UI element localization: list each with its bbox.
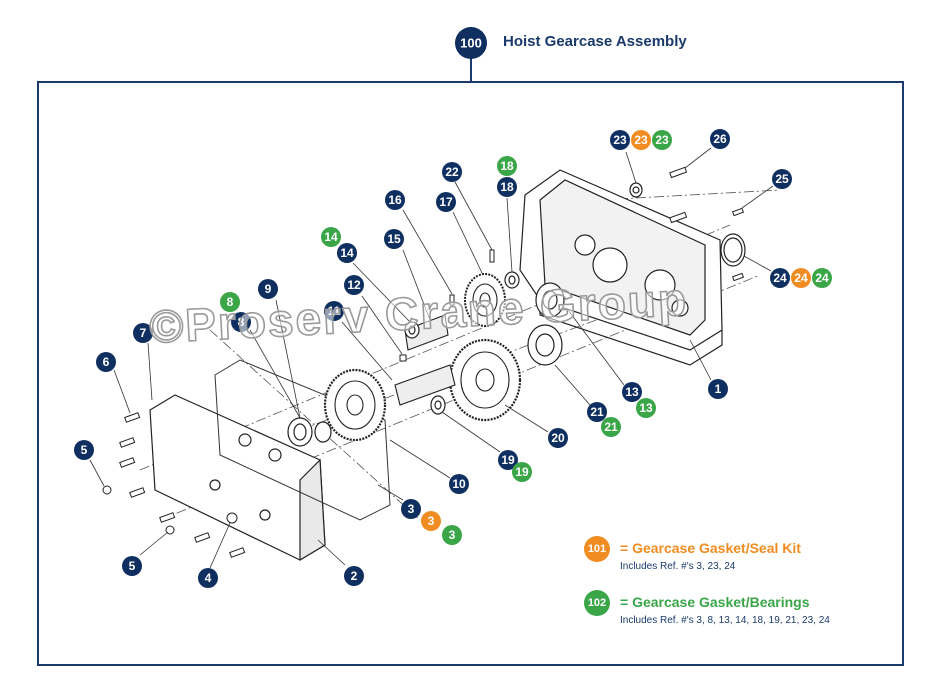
- gearcase-housing: [519, 169, 723, 366]
- callout-10: [449, 474, 469, 494]
- callout-label: 3: [449, 528, 456, 542]
- callout-11: [324, 301, 344, 321]
- callout-25: [772, 169, 792, 189]
- callout-label: 4: [205, 571, 212, 585]
- callout-label: 8: [227, 295, 234, 309]
- callout-label: 23: [613, 133, 627, 147]
- callout-21-navy: [587, 402, 607, 422]
- callout-label: 16: [388, 193, 402, 207]
- callout-3-orange: [421, 511, 441, 531]
- callout-label: 26: [713, 132, 727, 146]
- callout-13-navy: [622, 382, 642, 402]
- callout-13-green: [636, 398, 656, 418]
- callout-8-green: [220, 292, 240, 312]
- callout-label: 25: [775, 172, 789, 186]
- callout-24-orange: [791, 268, 811, 288]
- kit-101-includes: Includes Ref. #'s 3, 23, 24: [620, 561, 736, 572]
- callout-19-green: [512, 462, 532, 482]
- callout-18-green: [497, 156, 517, 176]
- callout-label: 14: [340, 246, 354, 260]
- callout-4: [198, 568, 218, 588]
- callout-1: [708, 379, 728, 399]
- callout-label: 24: [773, 271, 787, 285]
- kit-101-ref: 101: [588, 543, 606, 555]
- callout-15: [384, 229, 404, 249]
- callout-label: 6: [103, 355, 110, 369]
- callout-label: 20: [551, 431, 565, 445]
- assembly-ref-label: 100: [460, 36, 482, 51]
- callout-5-upper: [74, 440, 94, 460]
- callout-label: 9: [265, 282, 272, 296]
- callout-label: 19: [501, 453, 515, 467]
- callout-label: 5: [81, 443, 88, 457]
- callout-label: 1: [715, 382, 722, 396]
- callout-23-orange: [631, 130, 651, 150]
- callout-label: 7: [140, 326, 147, 340]
- callout-label: 24: [794, 271, 808, 285]
- callout-layer: [74, 27, 832, 616]
- callout-label: 2: [351, 569, 358, 583]
- callout-label: 3: [428, 514, 435, 528]
- callout-label: 17: [439, 195, 453, 209]
- callout-labels: 23 23 23 26 25 24 24 24 22 18 18 16 17 1…: [81, 36, 829, 610]
- bearings: [287, 182, 746, 447]
- callout-5-lower: [122, 556, 142, 576]
- callout-17: [436, 192, 456, 212]
- gears: [323, 273, 522, 442]
- callout-19-navy: [498, 450, 518, 470]
- callout-14-green: [321, 227, 341, 247]
- kit-101-badge: [584, 536, 610, 562]
- callout-label: 19: [515, 465, 529, 479]
- callout-24-green: [812, 268, 832, 288]
- callout-label: 24: [815, 271, 829, 285]
- callout-23-green: [652, 130, 672, 150]
- page-title: Hoist Gearcase Assembly: [503, 33, 687, 50]
- hardware: [102, 166, 745, 558]
- kit-102-title: = Gearcase Gasket/Bearings: [620, 594, 810, 610]
- callout-18-navy: [497, 177, 517, 197]
- callout-16: [385, 190, 405, 210]
- callout-26: [710, 129, 730, 149]
- callout-label: 23: [655, 133, 669, 147]
- callout-label: 15: [387, 232, 401, 246]
- callout-20: [548, 428, 568, 448]
- callout-14-navy: [337, 243, 357, 263]
- callout-3-navy: [401, 499, 421, 519]
- callout-8-navy: [231, 312, 251, 332]
- callout-label: 8: [238, 315, 245, 329]
- callout-label: 21: [604, 420, 618, 434]
- callout-label: 11: [328, 304, 341, 318]
- callout-24-navy: [770, 268, 790, 288]
- kit-102-badge: [584, 590, 610, 616]
- callout-label: 13: [625, 385, 639, 399]
- callout-12: [344, 275, 364, 295]
- callout-6: [96, 352, 116, 372]
- callout-label: 12: [347, 278, 361, 292]
- kit-102-ref: 102: [588, 597, 606, 609]
- callout-22: [442, 162, 462, 182]
- gearcase-cover: [149, 394, 326, 562]
- callout-3-green: [442, 525, 462, 545]
- callout-label: 21: [590, 405, 604, 419]
- callout-23-navy: [610, 130, 630, 150]
- callout-21-green: [601, 417, 621, 437]
- assembly-ref-badge: [455, 27, 487, 59]
- callout-label: 5: [129, 559, 136, 573]
- callout-7: [133, 323, 153, 343]
- callout-label: 18: [500, 180, 514, 194]
- kit-101-title: = Gearcase Gasket/Seal Kit: [620, 540, 801, 556]
- callout-label: 22: [445, 165, 459, 179]
- kit-102-includes: Includes Ref. #'s 3, 8, 13, 14, 18, 19, …: [620, 615, 830, 626]
- callout-label: 3: [408, 502, 415, 516]
- callout-label: 14: [324, 230, 338, 244]
- callout-2: [344, 566, 364, 586]
- callout-9: [258, 279, 278, 299]
- gearcase-gasket: [214, 359, 391, 521]
- leader-lines: [89, 147, 774, 569]
- callout-label: 18: [500, 159, 514, 173]
- callout-label: 23: [634, 133, 648, 147]
- callout-label: 13: [639, 401, 653, 415]
- callout-label: 10: [452, 477, 466, 491]
